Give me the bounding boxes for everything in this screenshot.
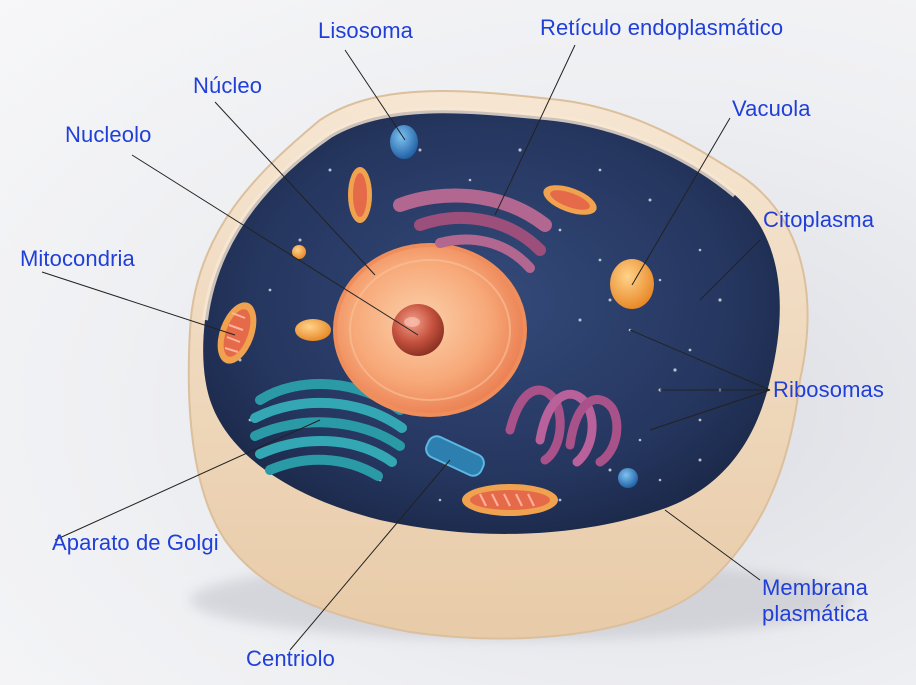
mitochondrion-top xyxy=(348,167,372,223)
label-nucleo: Núcleo xyxy=(193,73,262,99)
nucleolus-highlight xyxy=(404,317,420,327)
mitochondrion-bottom xyxy=(462,484,558,516)
lysosome xyxy=(390,125,418,159)
label-citoplasma: Citoplasma xyxy=(763,207,874,233)
label-lisosoma: Lisosoma xyxy=(318,18,413,44)
label-nucleolo: Nucleolo xyxy=(65,122,151,148)
label-ribosomas: Ribosomas xyxy=(773,377,884,403)
vesicle-orange xyxy=(295,319,331,341)
label-aparato-de-golgi: Aparato de Golgi xyxy=(52,530,219,556)
vacuole xyxy=(610,259,654,309)
label-vacuola: Vacuola xyxy=(732,96,811,122)
label-membrana-plasmatica: Membrana plasmática xyxy=(762,575,912,627)
label-membrana-line1: Membrana xyxy=(762,575,912,601)
label-reticulo-endoplasmatico: Retículo endoplasmático xyxy=(540,15,783,41)
label-membrana-line2: plasmática xyxy=(762,601,912,627)
nucleolus xyxy=(392,304,444,356)
label-mitocondria: Mitocondria xyxy=(20,246,135,272)
lysosome-small xyxy=(618,468,638,488)
label-centriolo: Centriolo xyxy=(246,646,335,672)
